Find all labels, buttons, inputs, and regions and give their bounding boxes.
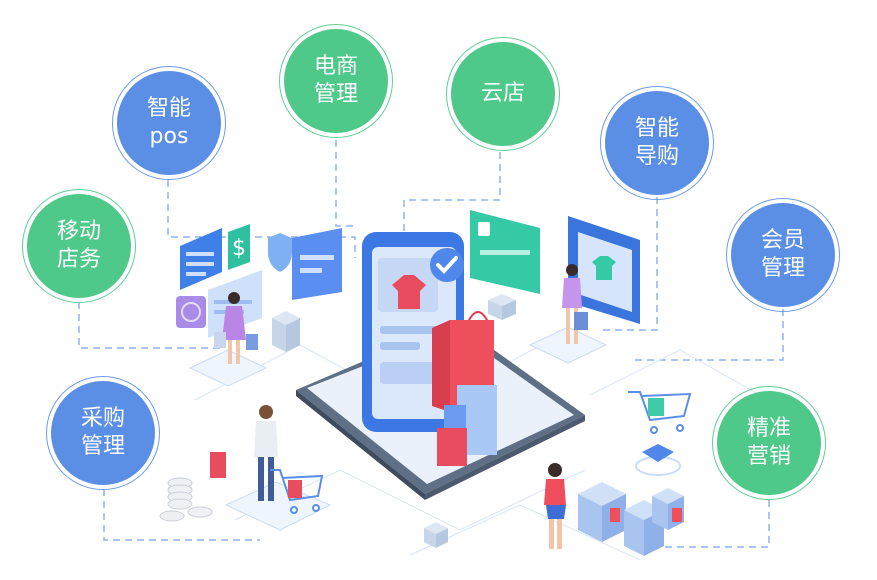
- node-precision-marketing[interactable]: 精准 营销: [712, 386, 826, 500]
- shopping-bag-icon: [210, 452, 226, 478]
- node-smart-shopping-guide[interactable]: 智能 导购: [600, 86, 714, 200]
- node-label-line-2: 管理: [313, 82, 358, 107]
- node-label-line-2: 导购: [634, 144, 679, 169]
- connector-smart-guide: [600, 197, 658, 331]
- node-label-line-2: 管理: [80, 434, 125, 459]
- node-smart-pos[interactable]: 智能 pos: [112, 66, 226, 180]
- target-marker-icon: [635, 444, 681, 476]
- node-label-line-1: 精准: [746, 416, 791, 441]
- platform-icon: [188, 326, 608, 531]
- cart-bag-icon: [288, 480, 302, 498]
- shopper-figure-icon: [254, 405, 278, 501]
- node-label-line-2: 管理: [760, 256, 805, 281]
- node-label-line-2: 营销: [746, 444, 791, 469]
- node-procurement-management[interactable]: 采购 管理: [46, 376, 160, 490]
- node-label-line-1: 云店: [480, 81, 525, 106]
- connector-lines: [78, 140, 784, 548]
- connector-mobile-store: [78, 302, 220, 349]
- svg-text:$: $: [232, 236, 246, 261]
- dollar-icon: $: [228, 224, 250, 270]
- connector-marketing: [660, 500, 770, 548]
- connector-procurement: [103, 489, 260, 541]
- shopper-figure-icon: [544, 463, 566, 549]
- cube-icon: [272, 294, 516, 548]
- node-label-line-1: 智能: [634, 116, 679, 141]
- tshirt-icon: [592, 256, 616, 280]
- coin-stack-icon: [159, 477, 213, 522]
- node-label-line-1: 移动: [56, 219, 101, 244]
- node-label-line-1: 智能: [146, 96, 191, 121]
- shield-icon: [268, 233, 292, 272]
- node-cloud-store[interactable]: 云店: [446, 37, 560, 151]
- connector-member: [630, 309, 784, 361]
- node-label-line-1: 会员: [760, 228, 805, 253]
- node-label-line-2: pos: [149, 124, 189, 149]
- shopping-bag-icon: [432, 311, 497, 466]
- node-mobile-store[interactable]: 移动 店务: [22, 189, 136, 303]
- shopper-figure-icon: [214, 292, 258, 364]
- node-label-line-1: 电商: [313, 54, 358, 79]
- shopping-cart-icon: [270, 469, 324, 514]
- connector-smart-pos: [167, 168, 356, 258]
- node-label-line-2: 店务: [56, 247, 101, 272]
- shopper-figure-icon: [562, 264, 588, 344]
- connector-ecommerce: [335, 140, 355, 227]
- node-member-management[interactable]: 会员 管理: [726, 198, 840, 312]
- credit-card-icon: [470, 210, 540, 294]
- tshirt-icon: [392, 275, 426, 309]
- info-card-icon: [180, 228, 222, 290]
- shopping-cart-icon: [628, 391, 692, 434]
- node-label-line-1: 采购: [80, 406, 125, 431]
- connector-cloud-store: [403, 152, 501, 245]
- node-ecommerce-management[interactable]: 电商 管理: [279, 24, 393, 138]
- fingerprint-icon: [176, 296, 206, 328]
- gift-box-icon: [578, 482, 684, 556]
- credit-card-icon: [292, 228, 342, 300]
- product-display-icon: [568, 216, 640, 324]
- check-icon: [430, 248, 464, 282]
- cart-bag-icon: [648, 398, 664, 416]
